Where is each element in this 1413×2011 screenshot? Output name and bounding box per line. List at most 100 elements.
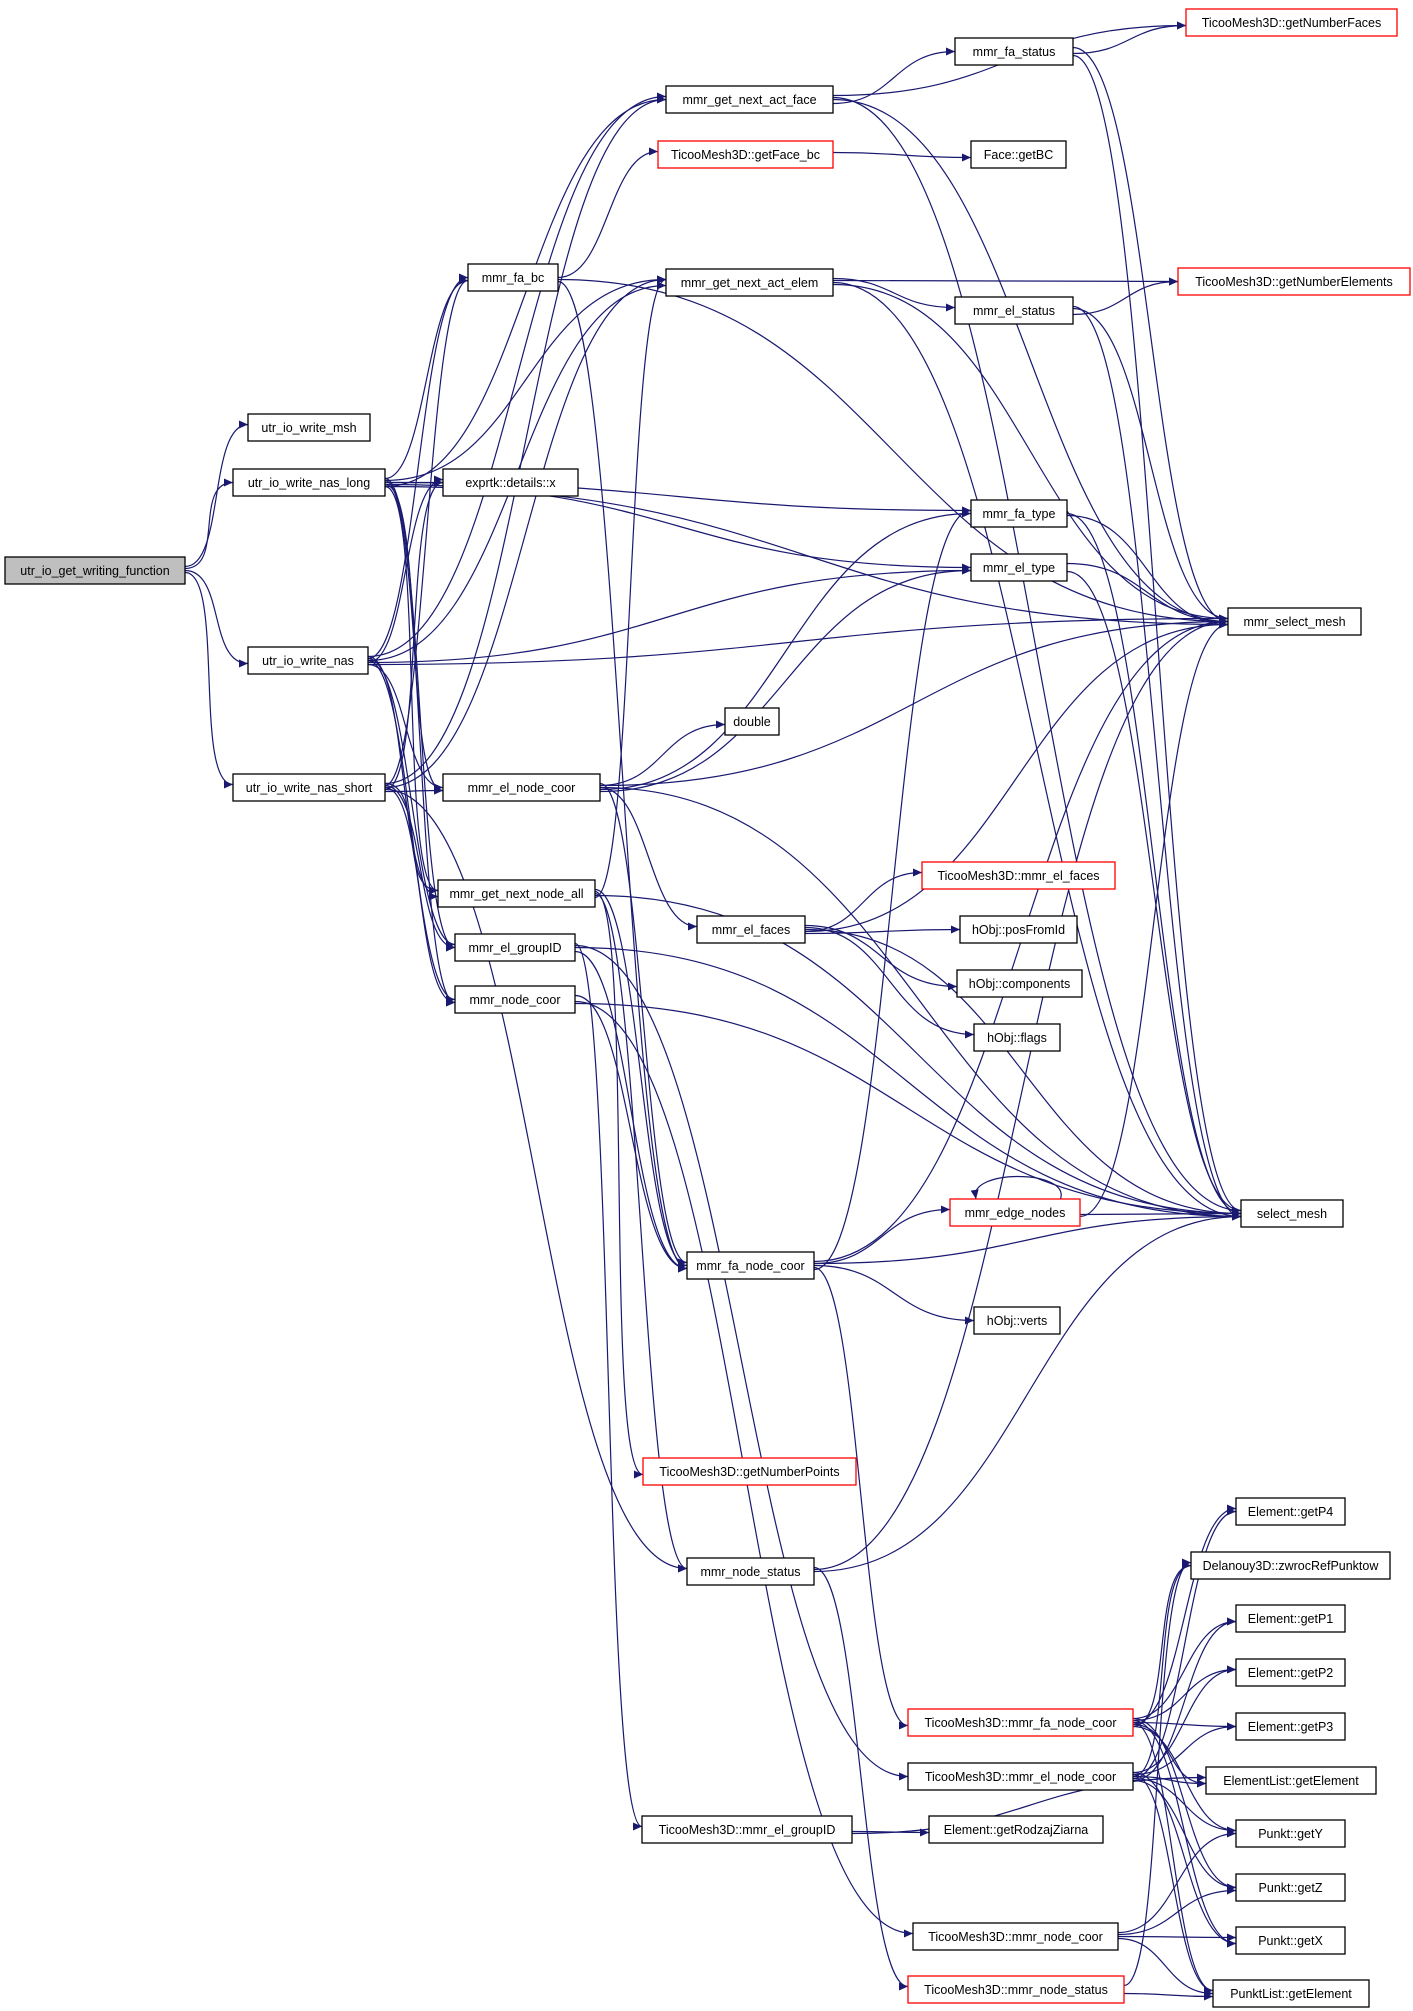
node-elgroup[interactable]: mmr_el_groupID bbox=[454, 933, 576, 962]
edge-t3elnode-to-pgety bbox=[1132, 1777, 1237, 1832]
arrowhead-t3nodestatus-to-zwroc bbox=[1182, 1558, 1191, 1567]
node-edgenodes[interactable]: mmr_edge_nodes bbox=[949, 1198, 1081, 1227]
arrowhead-fabc-to-gfbc bbox=[649, 147, 658, 156]
node-facegetbc[interactable]: Face::getBC bbox=[970, 140, 1067, 169]
node-detx[interactable]: exprtk::details::x bbox=[442, 468, 579, 497]
arrowhead-nodestatus-to-select bbox=[1232, 1212, 1241, 1221]
node-t3elfaces[interactable]: TicooMesh3D::mmr_el_faces bbox=[921, 861, 1116, 890]
node-getp1[interactable]: Element::getP1 bbox=[1235, 1604, 1346, 1633]
node-double[interactable]: double bbox=[724, 707, 780, 736]
node-flags[interactable]: hObj::flags bbox=[973, 1023, 1061, 1052]
edge-fabc-to-gfbc bbox=[557, 150, 659, 279]
edge-elnode-to-elfaces bbox=[599, 786, 698, 928]
node-numfaces[interactable]: TicooMesh3D::getNumberFaces bbox=[1185, 8, 1398, 37]
node-nextelem[interactable]: mmr_get_next_act_elem bbox=[665, 268, 834, 297]
edge-edgenodes-to-select bbox=[1079, 1212, 1242, 1216]
arrowhead-fastatus-to-numfaces bbox=[1177, 21, 1186, 30]
node-label: TicooMesh3D::mmr_node_coor bbox=[928, 1930, 1103, 1944]
node-elnode[interactable]: mmr_el_node_coor bbox=[442, 773, 601, 802]
arrowhead-elstatus-to-numelems bbox=[1169, 277, 1178, 286]
node-naslong[interactable]: utr_io_write_nas_long bbox=[232, 468, 386, 497]
node-label: mmr_fa_bc bbox=[482, 271, 545, 285]
edge-t3fanode-to-plistget bbox=[1132, 1721, 1214, 1992]
arrowhead-nextnode-to-nextelem bbox=[657, 275, 666, 284]
node-nodecoor[interactable]: mmr_node_coor bbox=[454, 985, 576, 1014]
node-pgetz[interactable]: Punkt::getZ bbox=[1235, 1873, 1346, 1902]
node-nasshort[interactable]: utr_io_write_nas_short bbox=[232, 773, 386, 802]
arrowhead-nasshort-to-elgroup bbox=[446, 943, 455, 952]
node-label: hObj::components bbox=[969, 977, 1070, 991]
node-box bbox=[970, 553, 1068, 582]
node-fastatus[interactable]: mmr_fa_status bbox=[954, 37, 1074, 66]
node-posfromid[interactable]: hObj::posFromId bbox=[959, 915, 1078, 944]
arrowhead-nas-to-nextnode bbox=[429, 892, 438, 901]
node-mselect[interactable]: mmr_select_mesh bbox=[1227, 607, 1362, 636]
arrowhead-root-to-msh bbox=[239, 420, 248, 429]
node-box bbox=[442, 773, 601, 802]
node-msh[interactable]: utr_io_write_msh bbox=[247, 413, 371, 442]
node-t3elgroup[interactable]: TicooMesh3D::mmr_el_groupID bbox=[641, 1815, 853, 1844]
edge-nasshort-to-nextnode bbox=[384, 782, 439, 892]
edges-layer bbox=[184, 21, 1242, 2001]
node-components[interactable]: hObj::components bbox=[956, 969, 1083, 998]
node-box bbox=[665, 268, 834, 297]
node-nodestatus[interactable]: mmr_node_status bbox=[686, 1557, 815, 1586]
node-nextface[interactable]: mmr_get_next_act_face bbox=[665, 85, 834, 114]
node-fatype[interactable]: mmr_fa_type bbox=[970, 499, 1068, 528]
node-box bbox=[1177, 267, 1411, 296]
node-box bbox=[949, 1198, 1081, 1227]
node-plistget[interactable]: PunktList::getElement bbox=[1212, 1979, 1370, 2008]
node-gfbc[interactable]: TicooMesh3D::getFace_bc bbox=[657, 140, 834, 169]
node-label: mmr_select_mesh bbox=[1243, 615, 1345, 629]
node-rodzaj[interactable]: Element::getRodzajZiarna bbox=[928, 1815, 1104, 1844]
edge-t3elnode-to-elistget bbox=[1132, 1775, 1207, 1785]
edge-root-to-nasshort bbox=[184, 571, 234, 786]
arrowhead-nextnode-to-nodestatus bbox=[678, 1564, 687, 1573]
node-fanode[interactable]: mmr_fa_node_coor bbox=[686, 1251, 815, 1280]
node-label: utr_io_write_msh bbox=[261, 421, 356, 435]
node-box bbox=[232, 468, 386, 497]
edge-nextnode-to-nextelem bbox=[594, 278, 667, 899]
edge-nextelem-to-mselect bbox=[832, 283, 1229, 620]
edge-nasshort-to-nextface bbox=[384, 98, 667, 785]
node-t3nodestatus[interactable]: TicooMesh3D::mmr_node_status bbox=[907, 1975, 1125, 2004]
node-t3nodecoor[interactable]: TicooMesh3D::mmr_node_coor bbox=[912, 1922, 1119, 1951]
node-eltype[interactable]: mmr_el_type bbox=[970, 553, 1068, 582]
edge-nas-to-elgroup bbox=[367, 657, 456, 946]
node-getp3[interactable]: Element::getP3 bbox=[1235, 1712, 1346, 1741]
node-elfaces[interactable]: mmr_el_faces bbox=[696, 915, 806, 944]
node-box bbox=[959, 915, 1078, 944]
node-root[interactable]: utr_io_get_writing_function bbox=[4, 556, 186, 585]
node-fabc[interactable]: mmr_fa_bc bbox=[467, 263, 559, 292]
edge-fanode-to-fatype bbox=[813, 509, 972, 1271]
node-getp2[interactable]: Element::getP2 bbox=[1235, 1658, 1346, 1687]
node-elistget[interactable]: ElementList::getElement bbox=[1205, 1766, 1377, 1795]
node-nextnode[interactable]: mmr_get_next_node_all bbox=[437, 879, 596, 908]
node-getp4[interactable]: Element::getP4 bbox=[1235, 1497, 1346, 1526]
arrowhead-elfaces-to-posfromid bbox=[951, 925, 960, 934]
node-pgety[interactable]: Punkt::getY bbox=[1235, 1819, 1346, 1848]
arrowhead-elfaces-to-t3elfaces bbox=[913, 868, 922, 877]
node-select[interactable]: select_mesh bbox=[1240, 1199, 1344, 1228]
node-box bbox=[454, 985, 576, 1014]
node-pgetx[interactable]: Punkt::getX bbox=[1235, 1926, 1346, 1955]
edge-t3fanode-to-pgety bbox=[1132, 1725, 1237, 1832]
edge-t3elnode-to-pgetz bbox=[1132, 1779, 1237, 1889]
node-zwroc[interactable]: Delanouy3D::zwrocRefPunktow bbox=[1190, 1551, 1391, 1580]
node-label: Element::getP1 bbox=[1248, 1612, 1334, 1626]
node-t3fanode[interactable]: TicooMesh3D::mmr_fa_node_coor bbox=[907, 1708, 1134, 1737]
arrowhead-t3nodecoor-to-pgetx bbox=[1227, 1933, 1236, 1942]
edge-fabc-to-fanode bbox=[557, 280, 688, 1270]
edge-naslong-to-fabc bbox=[384, 279, 469, 480]
arrowhead-t3elnode-to-elistget bbox=[1197, 1779, 1206, 1788]
node-nas[interactable]: utr_io_write_nas bbox=[247, 646, 369, 675]
edge-fanode-to-t3fanode bbox=[813, 1266, 909, 1727]
node-label: TicooMesh3D::getNumberPoints bbox=[659, 1465, 839, 1479]
edge-t3elnode-to-getp1 bbox=[1132, 1620, 1237, 1782]
arrowhead-root-to-naslong bbox=[224, 478, 233, 487]
node-t3elnode[interactable]: TicooMesh3D::mmr_el_node_coor bbox=[907, 1762, 1134, 1791]
node-numelems[interactable]: TicooMesh3D::getNumberElements bbox=[1177, 267, 1411, 296]
node-numpoints[interactable]: TicooMesh3D::getNumberPoints bbox=[642, 1457, 857, 1486]
node-verts[interactable]: hObj::verts bbox=[973, 1306, 1061, 1335]
node-elstatus[interactable]: mmr_el_status bbox=[954, 296, 1074, 325]
